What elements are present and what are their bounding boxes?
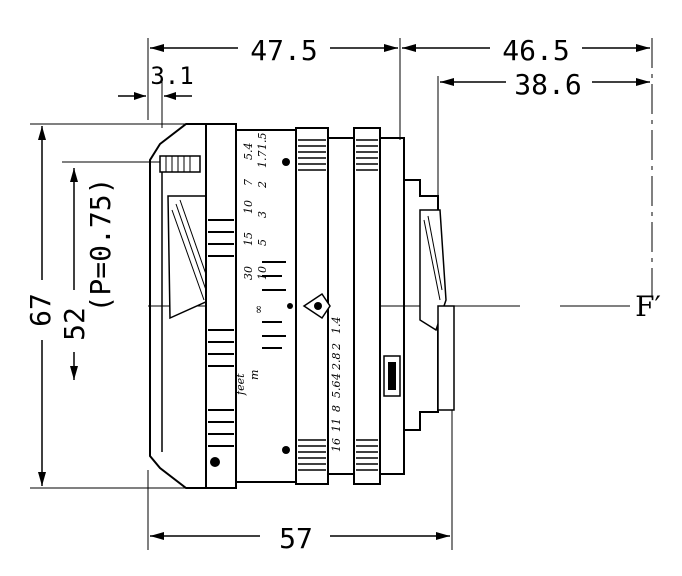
dimension-47-5-label: 47.5 (250, 34, 317, 67)
dimension-3-1: 3.1 (118, 62, 194, 128)
lens-body (149, 123, 455, 489)
dimension-46-5-label: 46.5 (502, 34, 569, 67)
pitch-label: (P=0.75) (84, 178, 117, 313)
dimension-52: 52 (P=0.75) (58, 161, 180, 380)
meter-value-1-7: 1.7 (256, 151, 269, 169)
meter-scale-label: m (248, 370, 261, 380)
meter-value-10: 10 (256, 266, 269, 280)
feet-value-7: 7 (242, 179, 255, 186)
meter-value-3: 3 (256, 211, 269, 218)
focal-plane-label: F′ (635, 290, 661, 323)
aperture-value-4: 4 (330, 373, 343, 381)
aperture-value-5-6: 5.6 (330, 381, 343, 399)
aperture-value-8: 8 (330, 405, 343, 412)
dimension-57: 57 (147, 400, 453, 555)
aperture-value-2-8: 2.8 (330, 353, 343, 372)
dimension-46-5: 46.5 (402, 34, 653, 300)
feet-value-15: 15 (242, 232, 255, 246)
dimension-3-1-label: 3.1 (150, 62, 193, 90)
dimension-47-5: 47.5 (147, 34, 401, 140)
feet-value-10: 10 (242, 200, 255, 214)
dimension-52-label: 52 (58, 307, 91, 341)
dimension-57-label: 57 (279, 522, 313, 555)
feet-scale-label: feet (234, 373, 247, 396)
feet-value-30: 30 (242, 266, 255, 280)
distance-scale: feet m 30 15 10 7 5.4 10 5 3 2 1.7 1.5 ∞ (234, 133, 269, 397)
dimension-38-6-label: 38.6 (514, 68, 581, 101)
meter-value-1-5: 1.5 (256, 133, 269, 151)
meter-value-2: 2 (256, 181, 269, 189)
dimension-38-6: 38.6 (437, 68, 650, 200)
feet-value-5-4: 5.4 (242, 143, 255, 161)
aperture-value-1-4: 1.4 (330, 317, 343, 335)
dimension-67: 67 (24, 123, 212, 489)
aperture-value-11: 11 (330, 418, 343, 432)
dimension-67-label: 67 (24, 293, 57, 327)
aperture-scale: 16 11 8 5.6 4 2.8 2 1.4 (330, 317, 343, 453)
aperture-value-2: 2 (330, 343, 343, 351)
infinity-mark: ∞ (252, 305, 265, 314)
aperture-value-16: 16 (330, 438, 343, 452)
meter-value-5: 5 (256, 239, 269, 246)
